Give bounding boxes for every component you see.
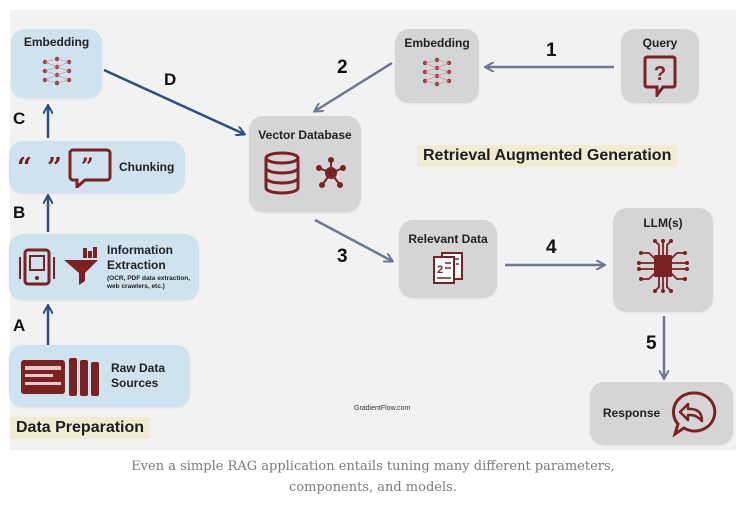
question-bubble-icon: ? xyxy=(643,55,677,97)
quote-bubble-icon: “ ” ” xyxy=(17,148,112,188)
data-preparation-banner: Data Preparation xyxy=(10,417,151,439)
step-1: 1 xyxy=(546,40,557,61)
svg-text:”: ” xyxy=(47,153,62,183)
neural-net-icon xyxy=(422,57,452,87)
raw-data-sources-label: Raw Data Sources xyxy=(111,361,166,390)
step-d: D xyxy=(164,70,177,89)
svg-text:2: 2 xyxy=(437,264,443,276)
graph-node-icon xyxy=(316,157,346,188)
raw-data-sources-node: Raw Data Sources xyxy=(9,345,190,407)
documents-stack-icon xyxy=(21,358,99,396)
chunking-label: Chunking xyxy=(119,159,175,174)
information-extraction-label: Information Extraction xyxy=(107,242,173,272)
llm-label: LLM(s) xyxy=(643,216,683,230)
query-label: Query xyxy=(642,36,678,50)
embedding-left-label: Embedding xyxy=(23,35,90,49)
rag-banner: Retrieval Augmented Generation xyxy=(417,145,678,167)
svg-text:?: ? xyxy=(654,63,666,85)
step-c: C xyxy=(13,109,26,128)
step-a: A xyxy=(13,316,26,335)
embedding-right-label: Embedding xyxy=(404,36,470,50)
svg-text:“: “ xyxy=(17,153,32,183)
step-b: B xyxy=(13,203,26,222)
watermark: GradientFlow.com xyxy=(354,405,411,412)
llm-node: LLM(s) xyxy=(613,208,713,312)
svg-text:”: ” xyxy=(81,154,94,180)
database-cylinder-icon xyxy=(264,151,300,195)
relevant-data-node: Relevant Data 2 xyxy=(399,220,497,298)
response-label: Response xyxy=(602,406,661,420)
relevant-data-label: Relevant Data xyxy=(408,232,488,246)
query-node: Query ? xyxy=(621,29,699,103)
funnel-chart-icon xyxy=(64,247,98,285)
step-2: 2 xyxy=(337,57,348,78)
information-extraction-node: Information Extraction (OCR, PDF data ex… xyxy=(9,234,199,300)
chunking-node: “ ” ” Chunking xyxy=(9,141,185,193)
reply-bubble-icon xyxy=(672,390,717,438)
step-4: 4 xyxy=(546,237,557,258)
step-3: 3 xyxy=(337,246,348,267)
chip-icon xyxy=(637,239,689,293)
information-extraction-note: (OCR, PDF data extraction, web crawlers,… xyxy=(107,274,191,290)
neural-net-icon xyxy=(42,56,71,86)
response-node: Response xyxy=(590,382,733,445)
caption: Even a simple RAG application entails tu… xyxy=(131,459,615,495)
pages-icon: 2 xyxy=(433,252,463,284)
vector-database-node: Vector Database xyxy=(249,116,361,212)
step-5: 5 xyxy=(646,333,657,354)
tablet-icon xyxy=(19,248,55,286)
vector-database-label: Vector Database xyxy=(258,128,352,142)
embedding-right-node: Embedding xyxy=(395,29,479,103)
embedding-left-node: Embedding xyxy=(11,29,102,98)
